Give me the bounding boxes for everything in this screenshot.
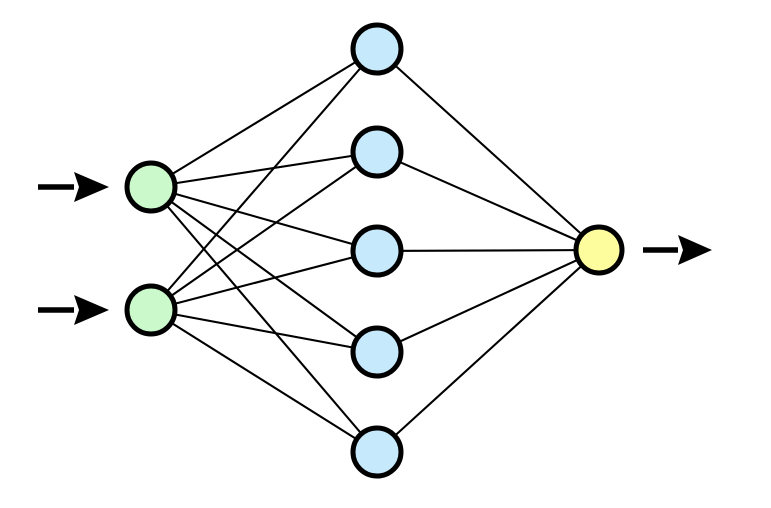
node-circle-hidden-3[interactable] [350,224,404,278]
edge-hidden-5-to-output-1 [375,248,601,454]
node-hidden-4[interactable] [350,325,404,379]
edge-hidden-2-to-output-1 [375,150,601,252]
edge-hidden-3-to-output-1 [375,248,601,253]
input-arrow-1 [38,172,109,202]
input-arrow-2-arrowhead-icon [74,295,109,325]
edge-input-2-to-hidden-3 [149,249,379,312]
node-input-1[interactable] [124,160,178,214]
edge-input-1-to-hidden-1 [149,47,379,189]
node-input-2[interactable] [124,283,178,337]
node-circle-hidden-4[interactable] [350,325,404,379]
edge-input-2-to-hidden-2 [149,150,379,312]
edge-input-1-to-hidden-2 [149,150,379,189]
edge-input-2-to-hidden-4 [149,308,379,354]
node-circle-input-1[interactable] [124,160,178,214]
edge-input-2-to-hidden-5 [149,308,379,454]
edge-input-1-to-hidden-5 [149,185,379,454]
node-circle-output-1[interactable] [573,224,625,276]
node-circle-hidden-1[interactable] [350,22,404,76]
input-arrow-2 [38,295,109,325]
node-circle-hidden-2[interactable] [350,125,404,179]
node-hidden-3[interactable] [350,224,404,278]
edge-group [149,47,601,454]
edge-input-2-to-hidden-1 [149,47,379,312]
node-circle-hidden-5[interactable] [350,425,404,479]
output-arrow-1-arrowhead-icon [678,235,712,265]
input-arrow-1-arrowhead-icon [74,172,109,202]
node-hidden-1[interactable] [350,22,404,76]
edge-hidden-1-to-output-1 [375,47,601,252]
node-group [124,22,625,479]
node-circle-input-2[interactable] [124,283,178,337]
io-arrow-group [38,172,712,325]
edge-input-1-to-hidden-3 [149,185,379,253]
node-output-1[interactable] [573,224,625,276]
node-hidden-2[interactable] [350,125,404,179]
node-hidden-5[interactable] [350,425,404,479]
edge-input-1-to-hidden-4 [149,185,379,354]
edge-hidden-4-to-output-1 [375,248,601,354]
output-arrow-1 [643,235,712,265]
